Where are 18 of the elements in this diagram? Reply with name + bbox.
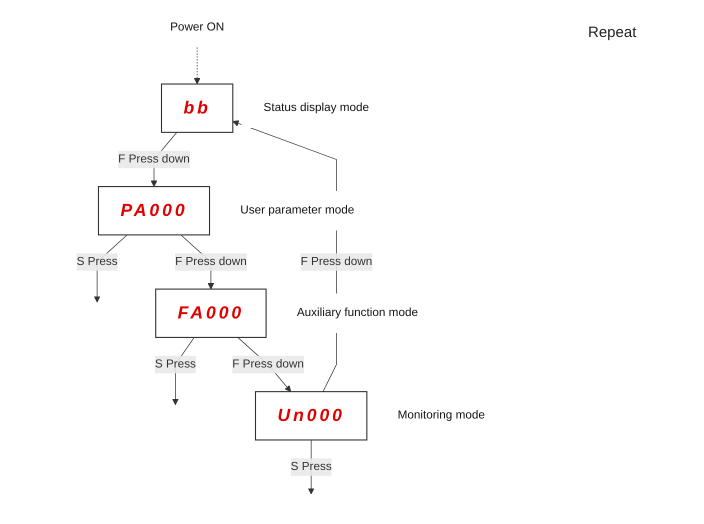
edge-label: S Press	[76, 255, 118, 268]
note-text: Repeat	[588, 24, 636, 41]
arrow	[194, 47, 200, 84]
edge-label: F Press down	[175, 255, 247, 268]
node-label: User parameter mode	[240, 204, 354, 217]
edge-label: F Press down	[300, 255, 372, 268]
edge-label: S Press	[290, 460, 332, 473]
edge-label: S Press	[154, 358, 196, 370]
node-box: Un000	[254, 391, 368, 441]
node-label: Status display mode	[264, 102, 370, 114]
node-box: bb	[160, 83, 234, 133]
edge-label: F Press down	[232, 358, 304, 370]
node-text: Power ON	[170, 21, 224, 34]
node-label: Auxiliary function mode	[296, 306, 418, 320]
node-box: FA000	[155, 288, 267, 338]
node-label: Monitoring mode	[398, 409, 485, 422]
node-box: PA000	[98, 186, 210, 236]
edge-label: F Press down	[118, 152, 190, 166]
